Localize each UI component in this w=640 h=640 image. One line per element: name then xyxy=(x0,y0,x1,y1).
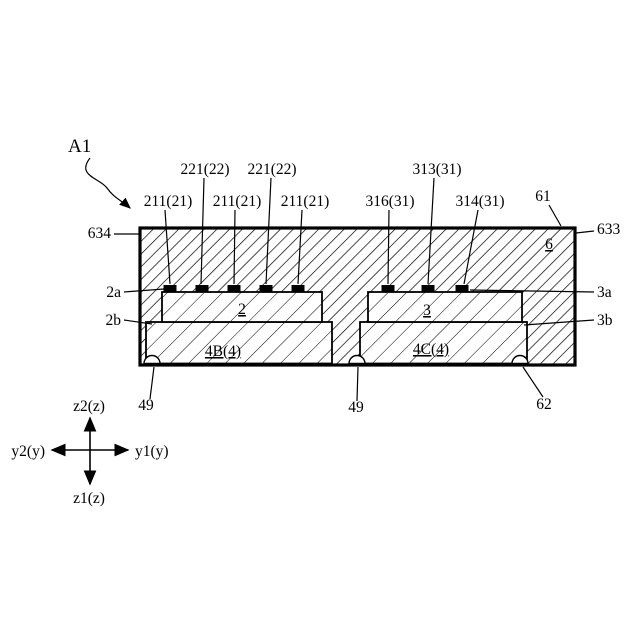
label-3b: 3b xyxy=(597,312,613,329)
notch-62-right xyxy=(511,354,529,365)
leader-3a xyxy=(469,289,595,293)
label-211-2: 211(21) xyxy=(213,193,262,210)
leader-314 xyxy=(463,209,479,285)
leader-49-left xyxy=(149,366,155,400)
label-221-1: 221(22) xyxy=(180,161,229,178)
notch-49-left xyxy=(143,354,161,365)
label-2a: 2a xyxy=(106,284,121,301)
label-62: 62 xyxy=(536,396,552,413)
leader-633 xyxy=(575,230,595,234)
leader-49-middle xyxy=(356,366,359,402)
label-6: 6 xyxy=(545,236,553,253)
label-316: 316(31) xyxy=(365,193,414,210)
axis-label-y1: y1(y) xyxy=(135,443,169,460)
leader-2a xyxy=(123,288,165,293)
figure-ref-arrow xyxy=(85,157,131,209)
leader-2b xyxy=(123,319,153,325)
label-49-left: 49 xyxy=(138,397,154,414)
base-left-4B xyxy=(145,321,333,365)
pad-211-1 xyxy=(163,285,177,293)
axis-label-y2: y2(y) xyxy=(11,443,45,460)
leader-221-2 xyxy=(265,177,272,285)
label-3a: 3a xyxy=(597,284,612,301)
label-221-2: 221(22) xyxy=(247,161,296,178)
pad-316 xyxy=(381,285,395,293)
label-211-1: 211(21) xyxy=(144,193,193,210)
leader-62 xyxy=(522,366,544,398)
pad-221-1 xyxy=(195,285,209,293)
label-4B: 4B(4) xyxy=(205,343,241,360)
leader-211-3 xyxy=(297,209,303,285)
pad-211-3 xyxy=(291,285,305,293)
leader-3b xyxy=(523,319,595,326)
leader-313 xyxy=(427,177,435,285)
pad-211-2 xyxy=(227,285,241,293)
figure-ref-label: A1 xyxy=(68,136,91,157)
label-634: 634 xyxy=(88,225,112,242)
pad-314 xyxy=(455,285,469,293)
label-633: 633 xyxy=(597,221,621,238)
label-211-3: 211(21) xyxy=(281,193,330,210)
label-314: 314(31) xyxy=(455,193,504,210)
substrate-right-3 xyxy=(367,291,523,323)
base-right-4C xyxy=(359,321,528,365)
leader-61 xyxy=(548,204,562,227)
leader-316 xyxy=(387,209,390,285)
leader-221-1 xyxy=(200,177,205,285)
pad-313 xyxy=(421,285,435,293)
label-4C: 4C(4) xyxy=(413,341,449,358)
leader-211-1 xyxy=(164,209,171,285)
axis-label-z1: z1(z) xyxy=(73,490,105,507)
label-2b: 2b xyxy=(106,312,122,329)
label-61: 61 xyxy=(535,188,551,205)
label-313: 313(31) xyxy=(412,161,461,178)
pad-221-2 xyxy=(259,285,273,293)
substrate-left-2 xyxy=(161,291,323,323)
label-49-middle: 49 xyxy=(348,399,364,416)
label-3: 3 xyxy=(423,302,431,319)
axis-label-z2: z2(z) xyxy=(73,398,105,415)
notch-49-middle xyxy=(348,354,366,365)
leader-211-2 xyxy=(233,209,236,285)
label-2: 2 xyxy=(238,301,246,318)
